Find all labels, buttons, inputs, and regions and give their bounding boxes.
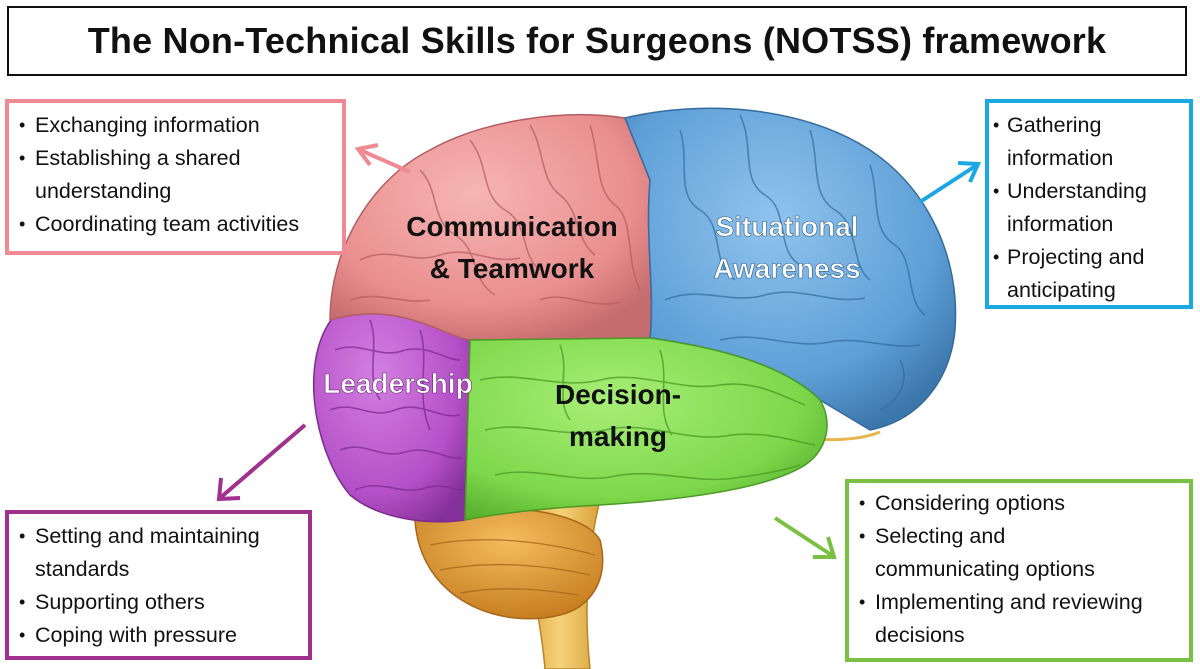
skill-item-text: standards xyxy=(35,557,130,581)
arrow-decision xyxy=(773,516,837,559)
skill-item-text: understanding xyxy=(35,179,172,203)
skill-item: Setting and maintaining standards xyxy=(15,520,302,586)
label-situational-line1: Situational xyxy=(715,211,858,242)
skill-item-text: Supporting others xyxy=(35,590,205,614)
title-box: The Non-Technical Skills for Surgeons (N… xyxy=(7,6,1187,76)
skill-item: Understanding information xyxy=(993,175,1185,241)
label-communication: Communication & Teamwork xyxy=(406,211,618,284)
skill-item-text: anticipating xyxy=(1007,278,1116,302)
communication-skills-box: Exchanging informationEstablishing a sha… xyxy=(5,99,346,255)
brain-cerebellum xyxy=(414,507,604,620)
skill-item: Implementing and reviewing decisions xyxy=(855,586,1183,652)
skill-item-text: Coping with pressure xyxy=(35,623,237,647)
skill-item: Selecting and communicating options xyxy=(855,520,1183,586)
skill-item-text: communicating options xyxy=(875,557,1095,581)
skill-item-text: information xyxy=(1007,146,1114,170)
label-situational: Situational Awareness xyxy=(713,211,861,285)
skill-item-text: Setting and maintaining xyxy=(35,524,260,548)
label-leadership-line1: Leadership xyxy=(323,368,472,399)
label-communication-line2: & Teamwork xyxy=(430,253,595,284)
label-decision: Decision- making xyxy=(555,379,681,452)
skill-item-text: Understanding xyxy=(1007,179,1147,203)
skill-item: Gathering information xyxy=(993,109,1185,175)
label-decision-line1: Decision- xyxy=(555,379,681,410)
skill-item: Exchanging information xyxy=(15,109,336,142)
skill-item: Coordinating team activities xyxy=(15,208,336,241)
label-communication-line1: Communication xyxy=(406,211,618,242)
label-situational-line2: Awareness xyxy=(713,253,860,284)
decision-making-skills-list: Considering optionsSelecting and communic… xyxy=(855,487,1183,652)
communication-skills-list: Exchanging informationEstablishing a sha… xyxy=(15,109,336,241)
label-leadership: Leadership xyxy=(323,368,473,400)
skill-item-text: Gathering xyxy=(1007,113,1102,137)
leadership-skills-list: Setting and maintaining standardsSupporti… xyxy=(15,520,302,652)
skill-item-text: Exchanging information xyxy=(35,113,260,137)
skill-item-text: Projecting and xyxy=(1007,245,1145,269)
brain-region-situational xyxy=(623,107,957,431)
situational-awareness-skills-list: GatheringinformationUnderstandinginforma… xyxy=(993,109,1185,307)
situational-awareness-skills-box: GatheringinformationUnderstandinginforma… xyxy=(985,99,1193,309)
skill-item-text: information xyxy=(1007,212,1114,236)
skill-item: Coping with pressure xyxy=(15,619,302,652)
leadership-skills-box: Setting and maintaining standardsSupporti… xyxy=(5,510,312,660)
page-title: The Non-Technical Skills for Surgeons (N… xyxy=(87,20,1107,61)
skill-item-text: Establishing a shared xyxy=(35,146,241,170)
skill-item: Projecting and anticipating xyxy=(993,241,1185,307)
label-decision-line2: making xyxy=(569,421,667,452)
skill-item: Supporting others xyxy=(15,586,302,619)
skill-item-text: Implementing and reviewing xyxy=(875,590,1143,614)
skill-item: Considering options xyxy=(855,487,1183,520)
skill-item: Establishing a shared understanding xyxy=(15,142,336,208)
arrow-situational xyxy=(918,161,982,204)
arrow-communication xyxy=(354,143,411,174)
skill-item-text: Coordinating team activities xyxy=(35,212,300,236)
skill-item-text: Considering options xyxy=(875,491,1066,515)
arrow-leadership xyxy=(216,423,307,502)
skill-item-text: decisions xyxy=(875,623,965,647)
skill-item-text: Selecting and xyxy=(875,524,1006,548)
decision-making-skills-box: Considering optionsSelecting and communic… xyxy=(845,479,1193,662)
